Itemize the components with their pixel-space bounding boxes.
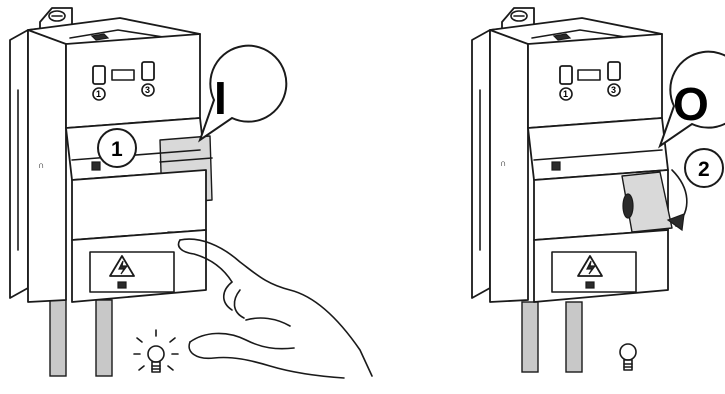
left-upper-front [65, 33, 201, 129]
left-step-number: 1 [111, 138, 123, 161]
right-terminal-label-3: 3 [611, 85, 616, 95]
right-callout: O [658, 50, 725, 149]
hand-illustration [177, 238, 373, 379]
right-step-badge: 2 [684, 148, 724, 188]
left-warning-icon [109, 255, 135, 277]
right-back-plate [471, 29, 491, 299]
left-back-plate [9, 29, 29, 299]
left-step-badge: 1 [97, 128, 137, 168]
left-breaker: ∩ 1 3 [9, 7, 213, 377]
lamp-on-icon [133, 329, 179, 373]
left-terminal-window-1 [92, 65, 106, 85]
right-step-number: 2 [698, 158, 710, 181]
left-callout-symbol: I [214, 72, 227, 124]
left-cable-2 [95, 299, 113, 377]
right-upper-front [527, 33, 663, 129]
left-lower-body [71, 169, 207, 241]
left-side-symbol: ∩ [38, 160, 45, 170]
left-terminal-label-3: 3 [145, 85, 150, 95]
right-bottom-cover [533, 229, 669, 303]
right-cable-1 [521, 301, 539, 373]
left-cable-1 [49, 299, 67, 377]
right-terminal-window-3 [607, 61, 621, 81]
rotation-arrow-icon [666, 169, 688, 232]
lamp-off-icon [619, 343, 637, 371]
right-terminal-window-1 [559, 65, 573, 85]
left-terminal-window-3 [141, 61, 155, 81]
right-side-symbol: ∩ [500, 158, 507, 168]
right-side-face [489, 25, 529, 303]
right-cable-2 [565, 301, 583, 373]
right-warning-icon [577, 255, 603, 277]
left-terminal-label-1: 1 [96, 89, 101, 99]
left-side-face [27, 25, 67, 303]
left-bottom-cover [71, 229, 207, 303]
left-callout: I [198, 44, 288, 143]
right-terminal-label-1: 1 [563, 89, 568, 99]
right-breaker: ∩ 1 3 [471, 7, 673, 373]
right-callout-symbol: O [673, 78, 709, 130]
